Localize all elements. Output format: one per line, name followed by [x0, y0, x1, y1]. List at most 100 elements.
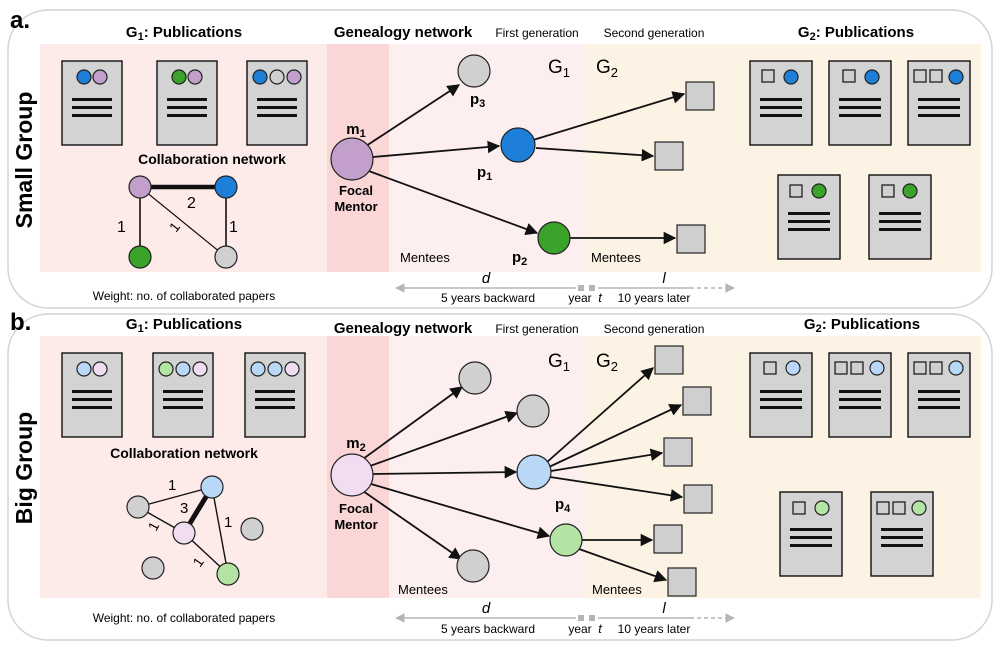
collab-node — [240, 517, 264, 541]
mentees-left-label: Mentees — [398, 582, 448, 597]
genealogy-network-b — [330, 345, 713, 597]
g2-label: G2 — [596, 351, 618, 374]
first-generation-label: First generation — [495, 322, 578, 336]
g1-publications-title: G1: Publications — [126, 316, 242, 335]
g2-paper-4 — [777, 174, 841, 260]
genealogy-title: Genealogy network — [334, 320, 473, 337]
collab-title: Collaboration network — [110, 445, 258, 461]
edge-weight-label: 1 — [224, 514, 232, 531]
genealogy-title: Genealogy network — [334, 24, 473, 41]
collab-node-p1 — [214, 175, 238, 199]
panel-tag: a. — [10, 7, 30, 34]
g2-label: G2 — [596, 57, 618, 80]
collab-node-mentor — [128, 175, 152, 199]
focal-label: Focal — [339, 501, 373, 516]
timeline-b — [395, 613, 735, 623]
mentee-node — [549, 523, 583, 557]
g1-paper-1 — [61, 60, 123, 146]
mentor-node — [330, 453, 374, 497]
timeline-a — [395, 283, 735, 293]
edge-weight-label: 1 — [168, 477, 176, 494]
later-label: 10 years later — [618, 291, 691, 305]
g2-publications-title: G2: Publications — [798, 24, 914, 43]
weight-caption: Weight: no. of collaborated papers — [93, 289, 276, 303]
g2-paper-2 — [828, 60, 892, 146]
g2-publications-title: G2: Publications — [804, 316, 920, 335]
panel-tag: b. — [10, 309, 31, 336]
edge-weight-label: 2 — [187, 195, 196, 212]
mentee-label-p1: p1 — [477, 164, 492, 183]
second-gen-node — [654, 141, 684, 171]
g1-paper-2 — [156, 60, 218, 146]
g1-paper-1 — [61, 352, 123, 438]
edge-weight-label: 1 — [229, 219, 238, 236]
mentee-label-p2: p2 — [512, 249, 527, 268]
panel-b: b. Big Group G1: Publications Genealogy … — [7, 309, 993, 641]
row-label: Small Group — [11, 92, 37, 229]
mentee-label-p3: p3 — [470, 91, 485, 110]
row-label: Big Group — [11, 412, 37, 524]
g2-paper-3 — [907, 352, 971, 438]
d-symbol: d — [482, 270, 491, 287]
g2-paper-3 — [907, 60, 971, 146]
collab-node — [216, 562, 240, 586]
mentee-node-p3 — [457, 54, 491, 88]
g1-paper-3 — [244, 352, 306, 438]
collab-node-p4 — [200, 475, 224, 499]
l-symbol: l — [662, 270, 666, 287]
second-gen-node — [685, 81, 715, 111]
second-gen-node — [663, 437, 693, 467]
mentee-node — [458, 361, 492, 395]
weight-caption: Weight: no. of collaborated papers — [93, 611, 276, 625]
second-generation-label: Second generation — [604, 322, 705, 336]
g2-paper-1 — [749, 60, 813, 146]
panel-a: a. Small Group G1: Publications Genealog… — [7, 7, 993, 309]
mentees-right-label: Mentees — [591, 250, 641, 265]
backward-label: 5 years backward — [441, 622, 535, 636]
g2-paper-5 — [868, 174, 932, 260]
year-label: year — [568, 622, 591, 636]
mentee-node-p4 — [516, 454, 552, 490]
zone-second-generation — [585, 336, 733, 598]
collab-node — [141, 556, 165, 580]
g2-paper-4 — [779, 491, 843, 577]
later-label: 10 years later — [618, 622, 691, 636]
mentee-node-p1 — [500, 127, 536, 163]
edge-weight-label: 3 — [180, 500, 188, 517]
l-symbol: l — [662, 600, 666, 617]
collab-title: Collaboration network — [138, 151, 286, 167]
mentor-label: m2 — [346, 435, 365, 454]
t-symbol: t — [598, 290, 603, 305]
g1-label: G1 — [548, 351, 570, 374]
t-symbol: t — [598, 621, 603, 636]
year-label: year — [568, 291, 591, 305]
mentee-node — [516, 394, 550, 428]
g1-paper-3 — [246, 60, 308, 146]
collab-node — [126, 495, 150, 519]
g1-label: G1 — [548, 57, 570, 80]
collab-node-p2 — [128, 245, 152, 269]
mentor-label: m1 — [346, 121, 365, 140]
mentees-left-label: Mentees — [400, 250, 450, 265]
g1-paper-2 — [152, 352, 214, 438]
second-generation-label: Second generation — [604, 26, 705, 40]
mentor-word-label: Mentor — [334, 199, 377, 214]
mentee-label-p4: p4 — [555, 496, 571, 515]
g1-publications-title: G1: Publications — [126, 24, 242, 43]
second-gen-node — [683, 484, 713, 514]
second-gen-node — [653, 524, 683, 554]
genealogy-network-a — [330, 54, 715, 255]
mentees-right-label: Mentees — [592, 582, 642, 597]
g2-paper-1 — [749, 352, 813, 438]
mentee-node-p2 — [537, 221, 571, 255]
mentor-word-label: Mentor — [334, 517, 377, 532]
mentor-node — [330, 137, 374, 181]
second-gen-node — [667, 567, 697, 597]
collab-node-p3 — [214, 245, 238, 269]
second-gen-node — [654, 345, 684, 375]
backward-label: 5 years backward — [441, 291, 535, 305]
mentee-node — [456, 549, 490, 583]
d-symbol: d — [482, 600, 491, 617]
second-gen-node — [682, 386, 712, 416]
